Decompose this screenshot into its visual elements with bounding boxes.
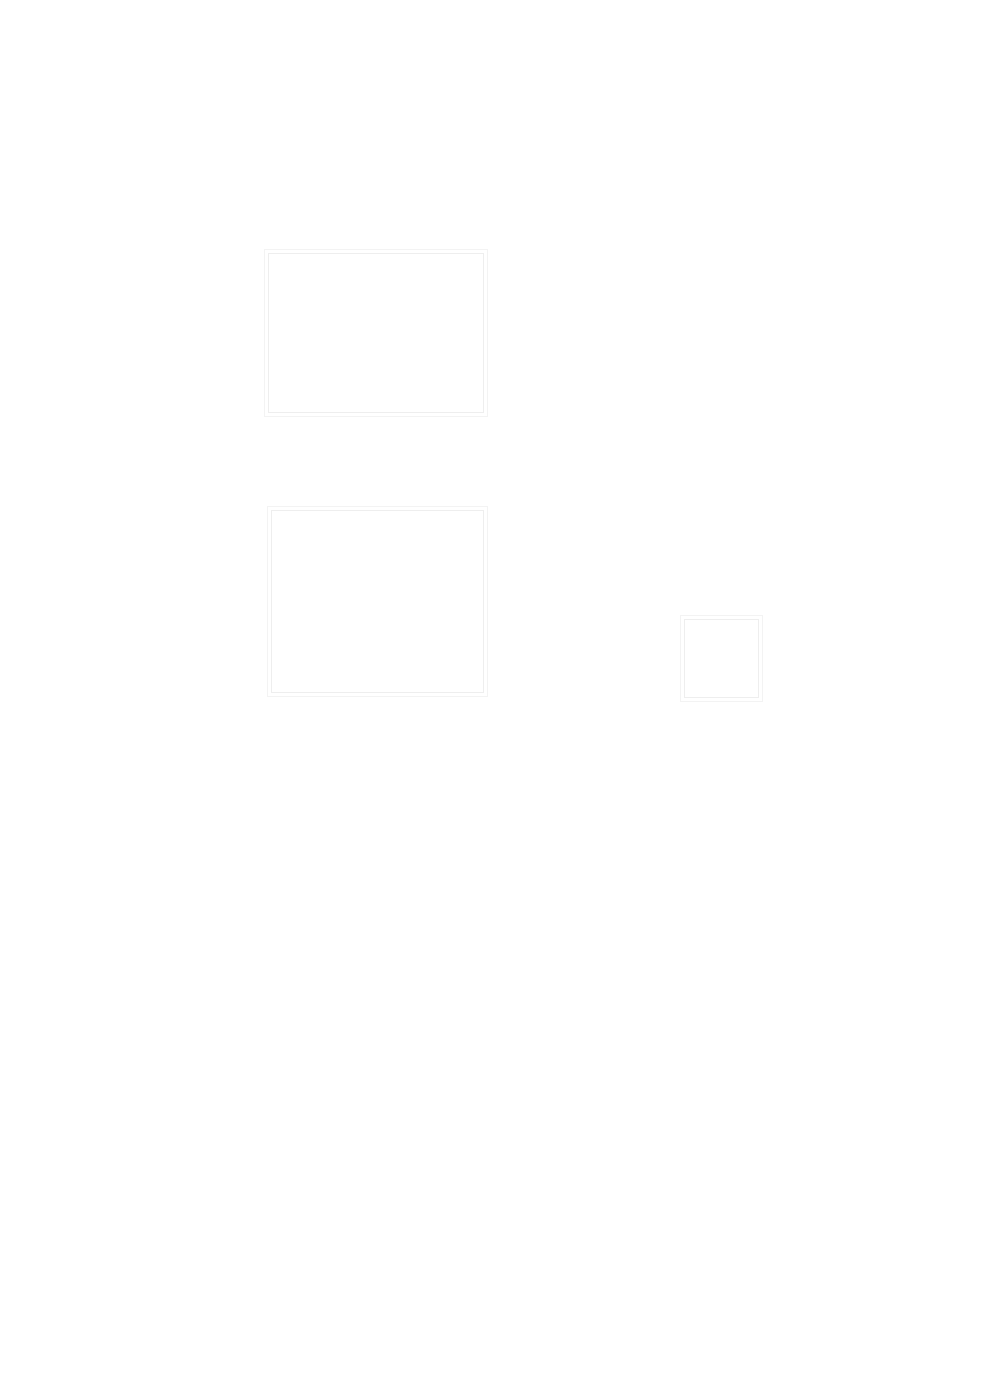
image-placeholder-2	[271, 510, 484, 693]
image-frame-1	[264, 249, 488, 417]
image-placeholder-3	[684, 619, 759, 698]
image-frame-2	[267, 506, 488, 697]
image-frame-3	[680, 615, 763, 702]
image-placeholder-1	[268, 253, 484, 413]
